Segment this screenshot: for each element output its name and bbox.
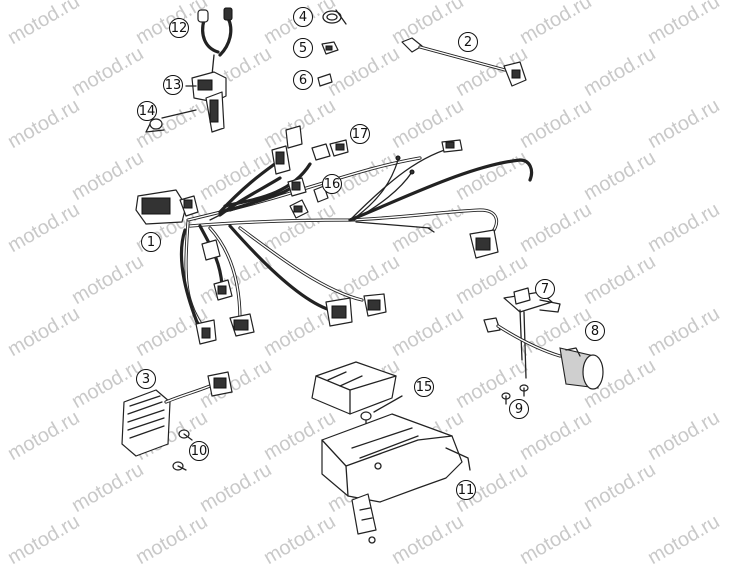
callout-4: 4 xyxy=(293,7,313,27)
diagram-drawing xyxy=(121,7,604,544)
callout-5: 5 xyxy=(293,38,313,58)
callout-8: 8 xyxy=(585,321,605,341)
callout-14: 14 xyxy=(137,101,157,121)
callout-2: 2 xyxy=(458,32,478,52)
callout-11: 11 xyxy=(456,480,476,500)
callout-10: 10 xyxy=(189,441,209,461)
callout-16: 16 xyxy=(322,174,342,194)
callout-9: 9 xyxy=(509,399,529,419)
callout-13: 13 xyxy=(163,75,183,95)
part-5-clip xyxy=(321,41,339,55)
part-15-nut xyxy=(360,395,403,433)
part-8-relay xyxy=(483,317,604,390)
callout-3: 3 xyxy=(136,369,156,389)
part-3-regulator xyxy=(121,371,233,457)
callout-15: 15 xyxy=(414,377,434,397)
part-9-screws xyxy=(501,384,529,405)
part-2-adapter-cable xyxy=(401,37,527,87)
part-1-main-harness xyxy=(135,125,534,345)
part-10-bolts xyxy=(172,429,193,471)
part-13-bracket xyxy=(185,71,227,133)
part-7-bracket xyxy=(503,287,561,379)
part-12-connector-lead xyxy=(197,7,233,76)
control-unit xyxy=(311,361,397,415)
callout-7: 7 xyxy=(535,279,555,299)
part-4-clamp xyxy=(322,9,347,25)
callout-6: 6 xyxy=(293,70,313,90)
callout-12: 12 xyxy=(169,18,189,38)
part-6-clip xyxy=(317,73,333,87)
callout-1: 1 xyxy=(141,232,161,252)
part-17-connectors xyxy=(311,139,349,161)
callout-17: 17 xyxy=(350,124,370,144)
part-11-tray xyxy=(321,413,471,544)
part-14-bolt xyxy=(145,109,197,133)
